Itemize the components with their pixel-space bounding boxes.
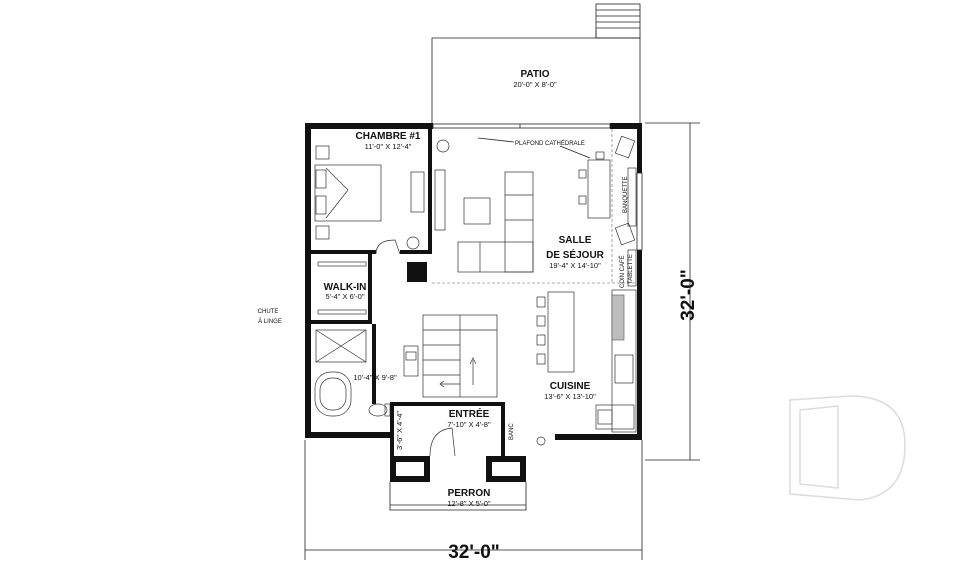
walkin-shelf-2 — [317, 309, 367, 315]
bathtub — [314, 371, 352, 417]
plafond-leader — [477, 137, 515, 143]
chute-label-1: CHUTE — [258, 309, 279, 315]
salle-label-2: DE SÉJOUR — [546, 248, 605, 261]
patio-stairs — [595, 3, 641, 39]
fireplace-icon — [536, 436, 546, 446]
banc-label: BANC — [509, 423, 515, 440]
cuisine-label: CUISINE — [550, 381, 591, 392]
walkin-dim: 5'-4" X 6'-0" — [325, 292, 364, 301]
patio-sliding-door — [432, 123, 611, 129]
chambre-label: CHAMBRE #1 — [355, 131, 420, 142]
salle-dim: 19'-4" X 14'-10" — [549, 261, 601, 270]
patio-dim: 20'-0" X 8'-0" — [513, 80, 557, 89]
entree-dim: 7'-10" X 4'-8" — [447, 420, 491, 429]
nightstand-bottom — [315, 225, 330, 240]
armchair-icon — [614, 135, 636, 246]
bath-dim: 10'-4" X 9'-8" — [353, 373, 397, 382]
plafond-label: PLAFOND CATHÉDRALE — [515, 140, 585, 147]
cuisine-dim: 13'-6" X 13'-10" — [544, 392, 596, 401]
watermark-logo-icon — [789, 395, 906, 501]
entree-label: ENTRÉE — [449, 407, 490, 420]
perron-dim: 12'-8" X 5'-0" — [447, 499, 491, 508]
dining-table — [578, 151, 611, 219]
kitchen-island — [547, 291, 575, 373]
walkin-shelf — [317, 261, 367, 267]
vanity — [403, 345, 419, 377]
tv-stand — [434, 169, 446, 231]
perron-outline — [389, 482, 527, 511]
shower — [315, 329, 367, 363]
chambre-dim: 11'-0" X 12'-4" — [365, 142, 412, 151]
coin-cafe-label: COIN CAFÉ — [619, 255, 626, 288]
banquette-label: BANQUETTE — [623, 176, 629, 213]
chute-label-2: À LINGE — [258, 318, 282, 325]
banquette — [627, 167, 637, 227]
dimension-line-depth — [645, 122, 700, 461]
plant-icon — [406, 139, 450, 250]
salle-label-1: SALLE — [559, 235, 592, 246]
toilet-icon — [368, 403, 391, 417]
staircase — [422, 314, 498, 398]
bed — [314, 164, 382, 222]
sectional-sofa — [457, 171, 534, 273]
dresser — [410, 171, 425, 213]
patio-label: PATIO — [520, 69, 549, 80]
kitchen-counter — [595, 289, 637, 433]
bar-stools — [536, 296, 546, 365]
coffee-table — [463, 197, 491, 225]
width-dimension: 32'-0" — [448, 542, 500, 563]
entrance-door — [429, 427, 456, 457]
dimension-line-width — [304, 440, 643, 560]
closet-dim: 3'-6" X 4'-4" — [395, 411, 404, 450]
plafond-leader-2 — [559, 145, 591, 159]
interior-walls — [311, 129, 526, 482]
nightstand-top — [315, 145, 330, 160]
exterior-walls — [305, 123, 642, 440]
tablette-label: TABLETTE — [628, 254, 634, 284]
walkin-label: WALK-IN — [324, 282, 367, 293]
zone-lines — [432, 129, 637, 284]
bedroom-door — [375, 239, 401, 255]
depth-dimension: 32'-0" — [678, 269, 699, 321]
right-window — [636, 172, 643, 251]
perron-label: PERRON — [448, 488, 491, 499]
coin-cafe-counter — [627, 249, 637, 287]
